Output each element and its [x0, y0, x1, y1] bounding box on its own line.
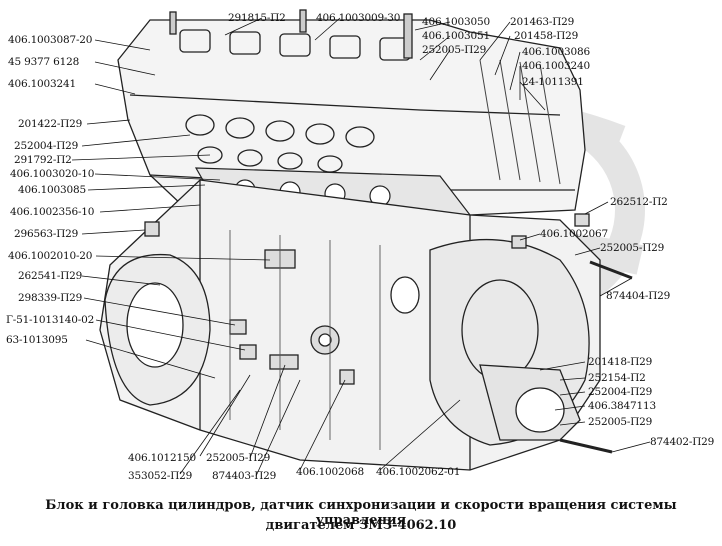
part-label-406-1002010: 406.1002010-20: [8, 250, 93, 262]
part-label-252154: 252154-П2: [588, 372, 646, 384]
bearing-caps: [179, 29, 411, 61]
part-label-201418: 201418-П29: [588, 356, 653, 368]
part-label-24-1011391: 24-1011391: [522, 76, 584, 88]
part-label-874404: 874404-П29: [606, 290, 671, 302]
part-label-252004-b: 252004-П29: [588, 386, 653, 398]
part-label-63-1013095: 63-1013095: [6, 334, 68, 346]
part-label-45-9377-6128: 45 9377 6128: [8, 56, 80, 68]
part-label-201458: 201458-П29: [514, 30, 579, 42]
part-label-406-1002062: 406.1002062-01: [376, 466, 461, 478]
part-label-406-1003087: 406.1003087-20: [8, 34, 93, 46]
part-label-262541: 262541-П29: [18, 270, 83, 282]
part-label-296563: 296563-П29: [14, 228, 79, 240]
part-label-406-1012150: 406.1012150: [128, 452, 196, 464]
caption-line-2: двигателем ЗМЗ-4062.10: [265, 518, 457, 533]
part-label-406-3847113: 406.3847113: [588, 400, 656, 412]
part-label-406-1003241: 406.1003241: [8, 78, 76, 90]
part-label-262512: 262512-П2: [610, 196, 668, 208]
part-label-252005-b: 252005-П29: [600, 242, 665, 254]
part-label-201422: 201422-П29: [18, 118, 83, 130]
part-label-406-1002068: 406.1002068: [296, 466, 364, 478]
part-label-406-1003020: 406.1003020-10: [10, 168, 95, 180]
part-label-406-1002356: 406.1002356-10: [10, 206, 95, 218]
part-label-406-1003086: 406.1003086: [522, 46, 590, 58]
part-label-252005-a: 252005-П29: [422, 44, 487, 56]
part-label-406-1003009: 406.1003009-30: [316, 12, 401, 24]
part-label-252004-a: 252004-П29: [14, 140, 79, 152]
part-label-874403: 874403-П29: [212, 470, 277, 482]
part-label-406-1003050: 406.1003050: [422, 16, 490, 28]
part-label-g51-1013140: Г-51-1013140-02: [6, 314, 95, 326]
caption-line-1: Блок и головка цилиндров, датчик синхрон…: [45, 498, 677, 528]
part-label-298339: 298339-П29: [18, 292, 83, 304]
part-label-406-1003051: 406.1003051: [422, 30, 490, 42]
part-label-291815: 291815-П2: [228, 12, 286, 24]
head-studs: [169, 9, 413, 59]
part-label-291792: 291792-П2: [14, 154, 72, 166]
part-label-406-1003240: 406.1003240: [522, 60, 590, 72]
intake-ports: [185, 114, 375, 173]
part-label-353052: 353052-П29: [128, 470, 193, 482]
part-label-252005-d: 252005-П29: [206, 452, 271, 464]
part-label-252005-c: 252005-П29: [588, 416, 653, 428]
part-label-874402: 874402-П29: [650, 436, 715, 448]
cylinder-block: [99, 179, 633, 471]
part-label-406-1003085: 406.1003085: [18, 184, 86, 196]
part-label-201463: 201463-П29: [510, 16, 575, 28]
part-label-406-1002067: 406.1002067: [540, 228, 608, 240]
